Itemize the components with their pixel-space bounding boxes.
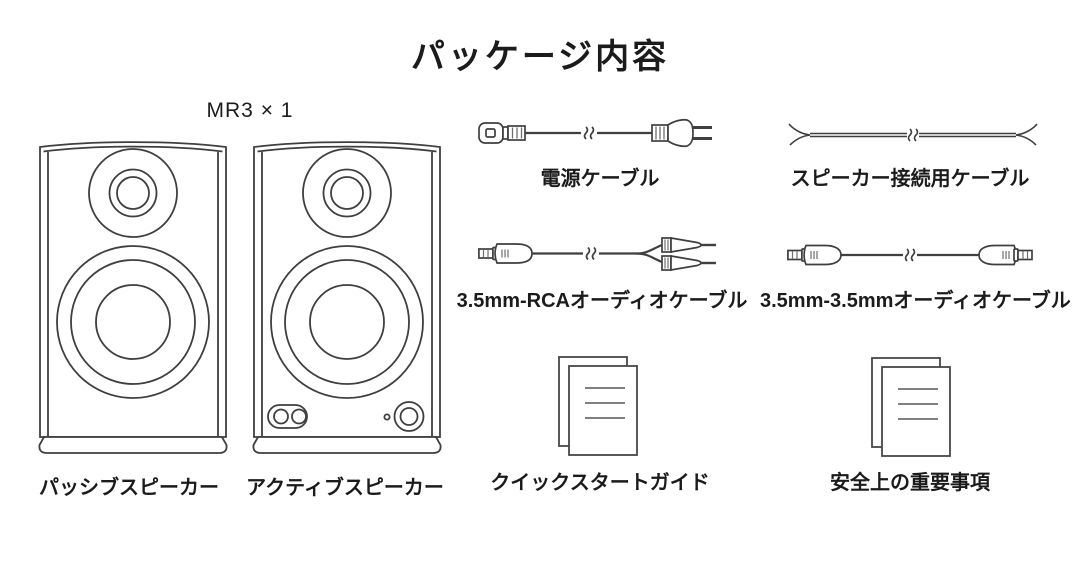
active-speaker-label: アクティブスピーカー xyxy=(246,477,444,499)
safety-notes-illustration xyxy=(871,357,951,457)
quick-start-guide-label: クイックスタートガイド xyxy=(490,472,710,494)
jack35-jack35-cable-illustration xyxy=(787,244,1033,266)
passive-speaker-illustration xyxy=(38,141,228,454)
speaker-wire-label: スピーカー接続用ケーブル xyxy=(790,168,1030,190)
safety-notes-label: 安全上の重要事項 xyxy=(830,472,990,494)
aux-rca-cable-label: 3.5mm-RCAオーディオケーブル xyxy=(456,290,748,312)
power-cable-illustration xyxy=(478,118,712,148)
quick-start-guide-illustration xyxy=(558,356,638,456)
power-cable-label: 電源ケーブル xyxy=(540,168,660,190)
active-speaker-illustration xyxy=(252,141,442,454)
speaker-wire-illustration xyxy=(788,123,1038,146)
model-count-label: MR3 × 1 xyxy=(206,99,294,122)
jack35-rca-cable-illustration xyxy=(478,236,716,272)
page-title: パッケージ内容 xyxy=(410,38,670,76)
passive-speaker-label: パッシブスピーカー xyxy=(39,477,219,499)
aux-aux-cable-label: 3.5mm-3.5mmオーディオケーブル xyxy=(760,290,1071,312)
